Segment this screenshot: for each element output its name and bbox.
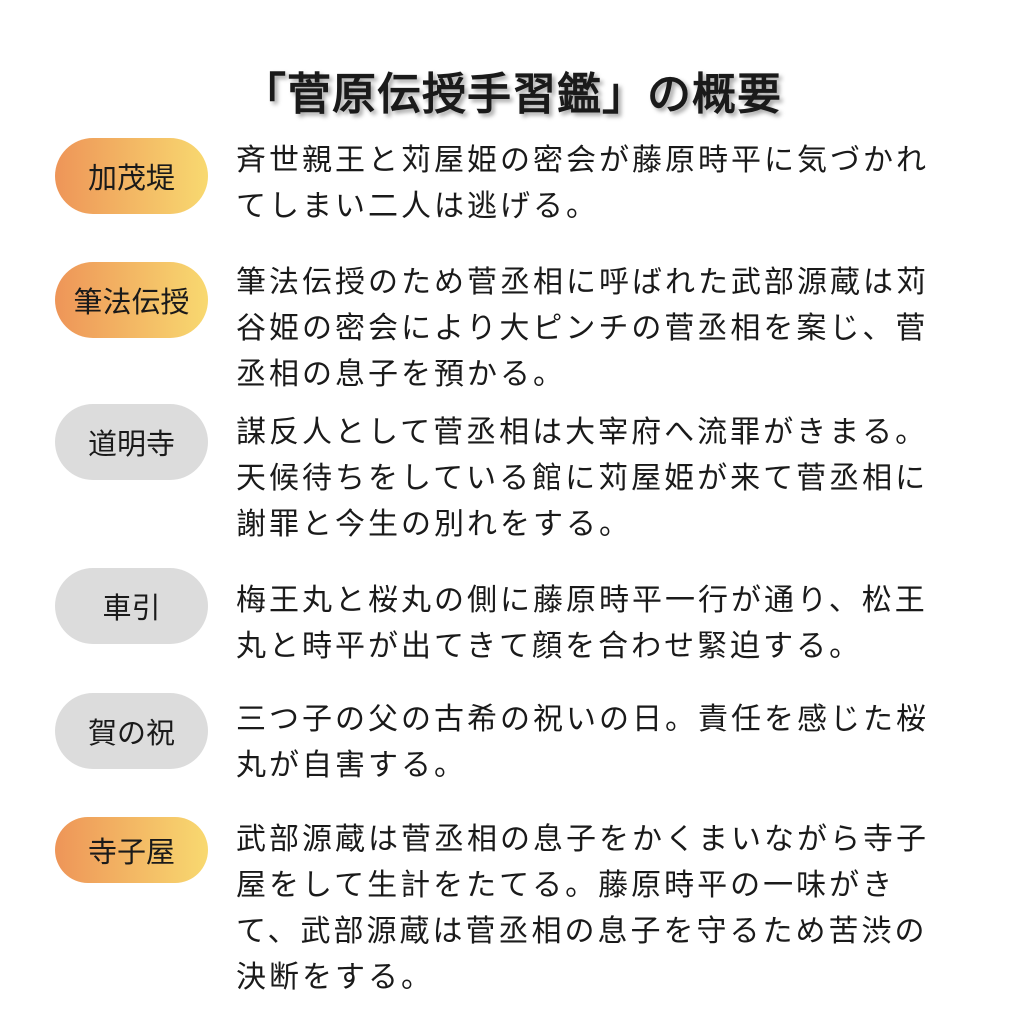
desc-line: 梅王丸と桜丸の側に藤原時平一行が通り、松王 bbox=[236, 583, 928, 618]
desc-line: て、武部源蔵は菅丞相の息子を守るため苦渋の bbox=[236, 914, 928, 949]
scene-description: 斉世親王と苅屋姫の密会が藤原時平に気づかれ てしまい二人は逃げる。 bbox=[236, 138, 976, 230]
scene-description: 武部源蔵は菅丞相の息子をかくまいながら寺子 屋をして生計をたてる。藤原時平の一味… bbox=[236, 817, 976, 1001]
desc-line: 天候待ちをしている館に苅屋姫が来て菅丞相に bbox=[236, 461, 929, 496]
desc-line: 斉世親王と苅屋姫の密会が藤原時平に気づかれ bbox=[236, 143, 929, 178]
scene-badge: 筆法伝授 bbox=[55, 262, 208, 338]
scene-description: 筆法伝授のため菅丞相に呼ばれた武部源蔵は苅 谷姫の密会により大ピンチの菅丞相を案… bbox=[236, 260, 976, 398]
desc-line: 武部源蔵は菅丞相の息子をかくまいながら寺子 bbox=[236, 822, 929, 857]
scene-badge: 寺子屋 bbox=[55, 817, 208, 883]
desc-line: 筆法伝授のため菅丞相に呼ばれた武部源蔵は苅 bbox=[236, 265, 929, 300]
scene-badge: 道明寺 bbox=[55, 404, 208, 480]
page-title: 「菅原伝授手習鑑」の概要 bbox=[242, 69, 782, 120]
scene-badge: 車引 bbox=[55, 568, 208, 644]
desc-line: 谷姫の密会により大ピンチの菅丞相を案じ、菅 bbox=[236, 311, 929, 346]
desc-line: 丸が自害する。 bbox=[236, 748, 467, 783]
scene-description: 謀反人として菅丞相は大宰府へ流罪がきまる。 天候待ちをしている館に苅屋姫が来て菅… bbox=[236, 410, 976, 548]
desc-line: 三つ子の父の古希の祝いの日。責任を感じた桜 bbox=[236, 702, 929, 737]
desc-line: 謀反人として菅丞相は大宰府へ流罪がきまる。 bbox=[236, 415, 929, 450]
desc-line: 謝罪と今生の別れをする。 bbox=[236, 507, 632, 542]
desc-line: てしまい二人は逃げる。 bbox=[236, 189, 599, 224]
scene-description: 梅王丸と桜丸の側に藤原時平一行が通り、松王 丸と時平が出てきて顔を合わせ緊迫する… bbox=[236, 578, 976, 670]
desc-line: 屋をして生計をたてる。藤原時平の一味がき bbox=[236, 868, 896, 903]
scene-badge: 加茂堤 bbox=[55, 138, 208, 214]
scene-badge: 賀の祝 bbox=[55, 693, 208, 769]
desc-line: 決断をする。 bbox=[236, 960, 434, 995]
desc-line: 丞相の息子を預かる。 bbox=[236, 357, 566, 392]
desc-line: 丸と時平が出てきて顔を合わせ緊迫する。 bbox=[236, 629, 863, 664]
scene-description: 三つ子の父の古希の祝いの日。責任を感じた桜 丸が自害する。 bbox=[236, 697, 976, 789]
